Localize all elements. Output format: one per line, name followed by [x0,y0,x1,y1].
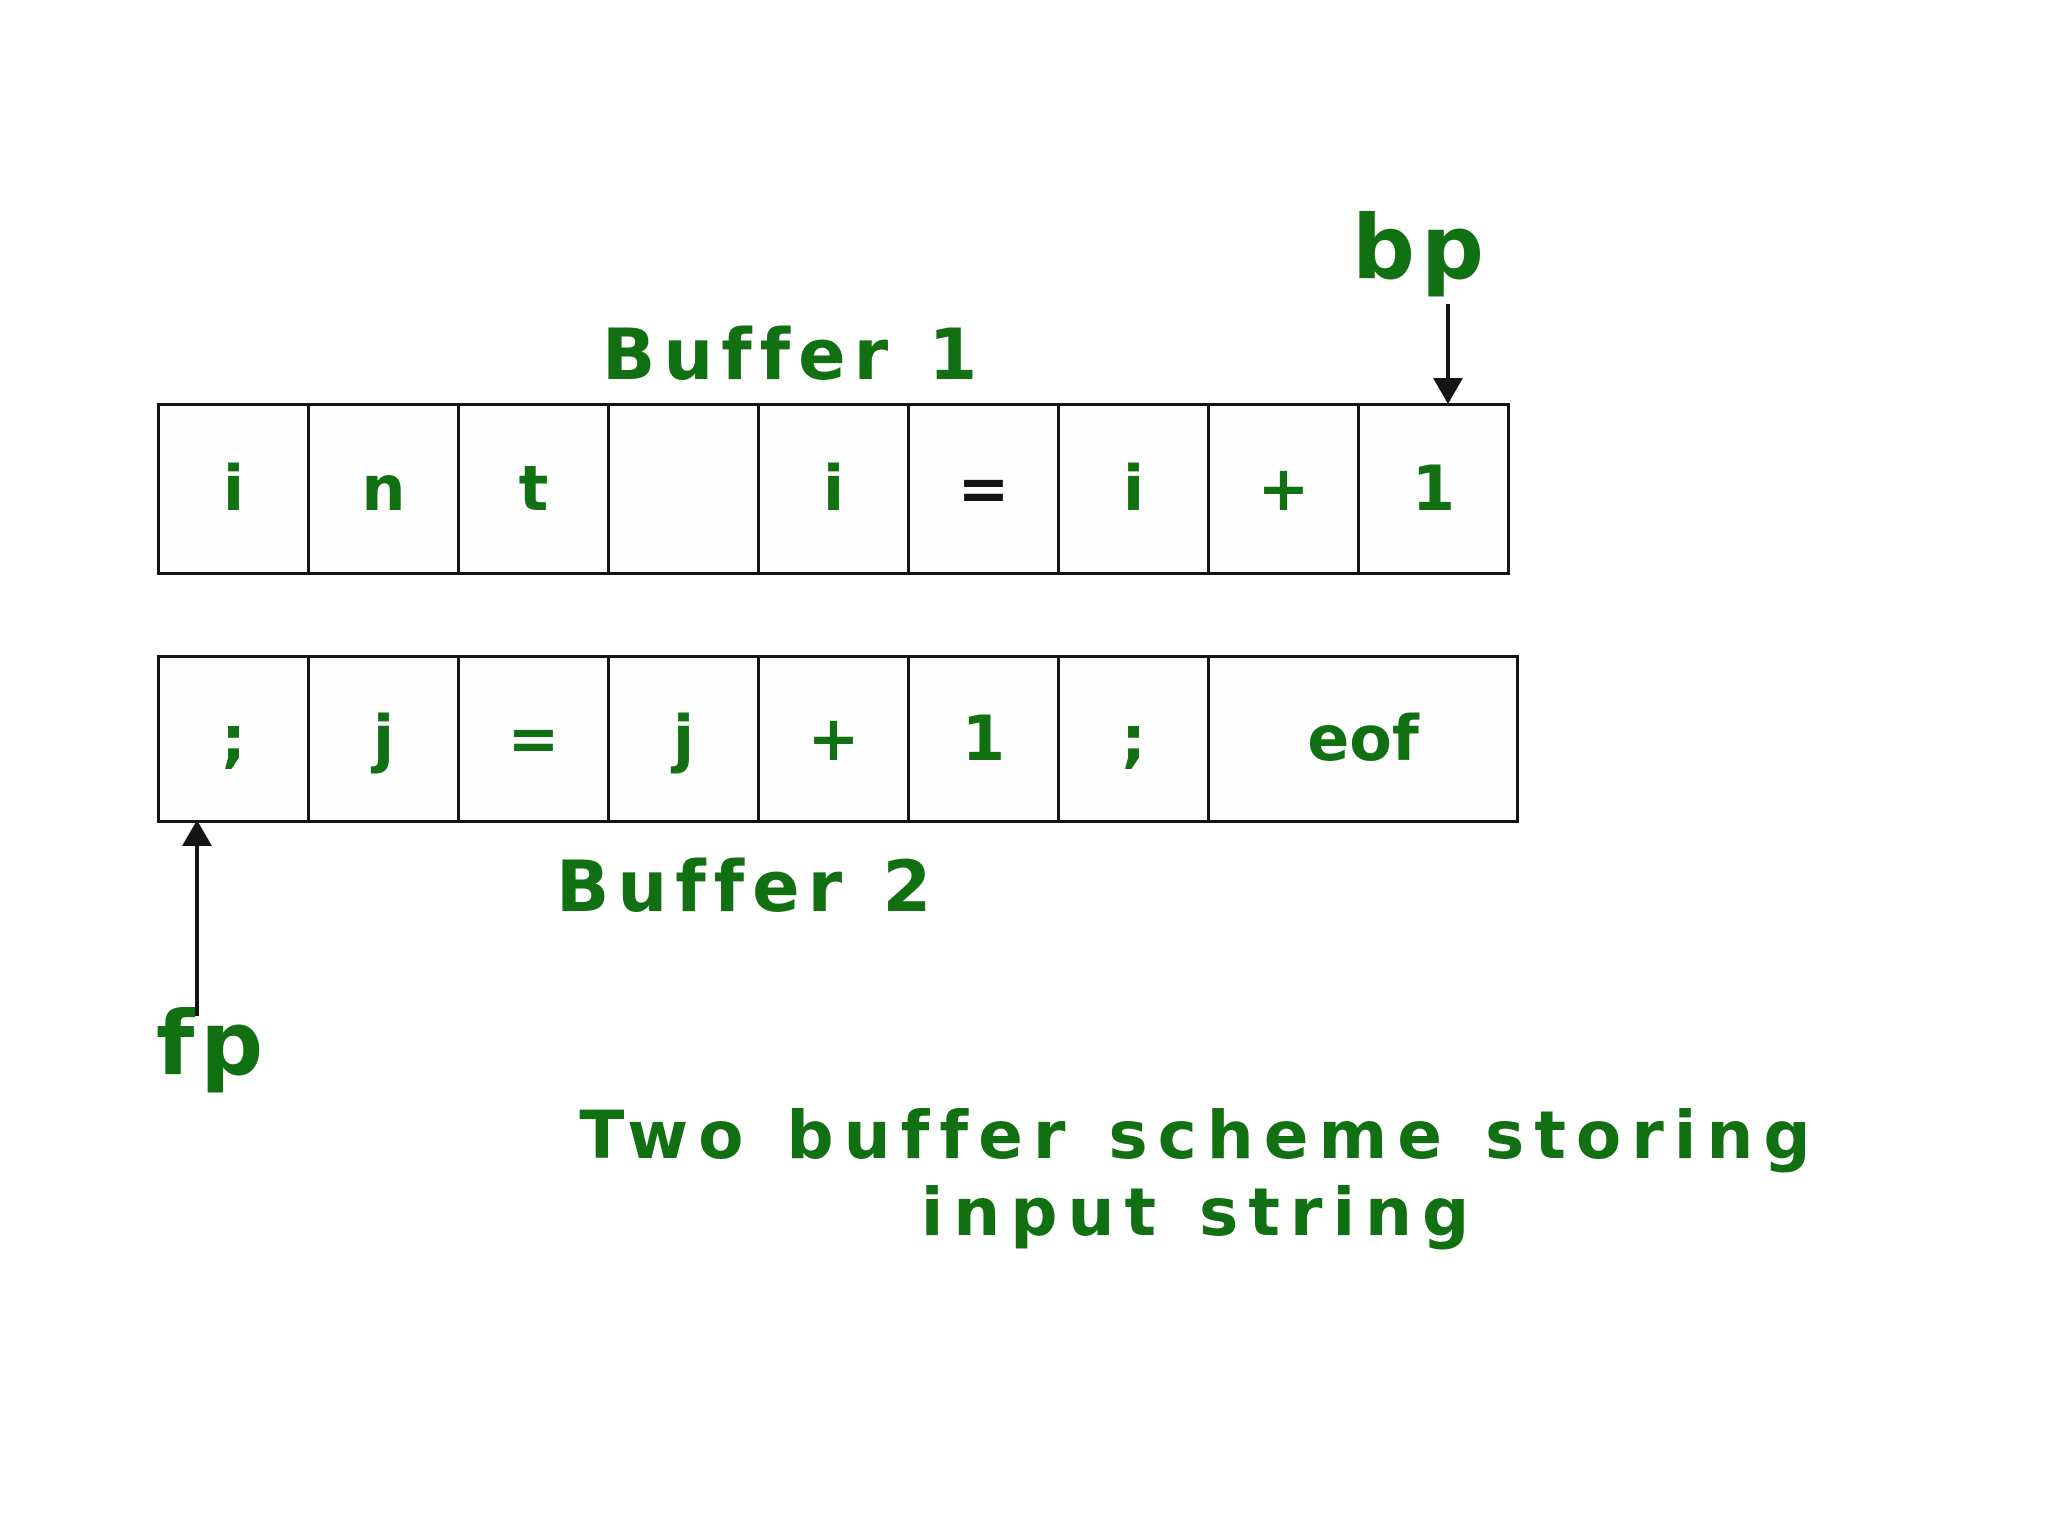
buffer-cell: n [307,403,460,575]
buffer-cell: t [457,403,610,575]
fp-arrowhead-up-icon [182,820,212,846]
caption-line2: input string [920,1173,1480,1251]
fp-arrow-line [195,844,199,1016]
buffer2-row: ;j=j+1;eof [157,655,1519,823]
buffer1-label: Buffer 1 [602,314,986,396]
buffer-cell: i [1057,403,1210,575]
buffer2-label: Buffer 2 [556,846,940,928]
buffer-cell: ; [1057,655,1210,823]
buffer-cell: i [757,403,910,575]
buffer-cell: + [1207,403,1360,575]
caption-line1: Two buffer scheme storing [579,1097,1821,1174]
buffer-cell: 1 [1357,403,1510,575]
buffer-cell: i [157,403,310,575]
bp-pointer-label: bp [1352,196,1490,299]
buffer-cell: eof [1207,655,1519,823]
buffer-cell: j [607,655,760,823]
bp-arrow-line [1446,304,1450,382]
caption: Two buffer scheme storing input string [424,1097,1976,1251]
buffer-cell: + [757,655,910,823]
buffer-cell: = [907,403,1060,575]
buffer-cell: ; [157,655,310,823]
buffer-cell: = [457,655,610,823]
buffer-cell: j [307,655,460,823]
buffer-cell: 1 [907,655,1060,823]
buffer-cell [607,403,760,575]
fp-pointer-label: fp [156,992,270,1095]
bp-arrowhead-down-icon [1433,378,1463,404]
